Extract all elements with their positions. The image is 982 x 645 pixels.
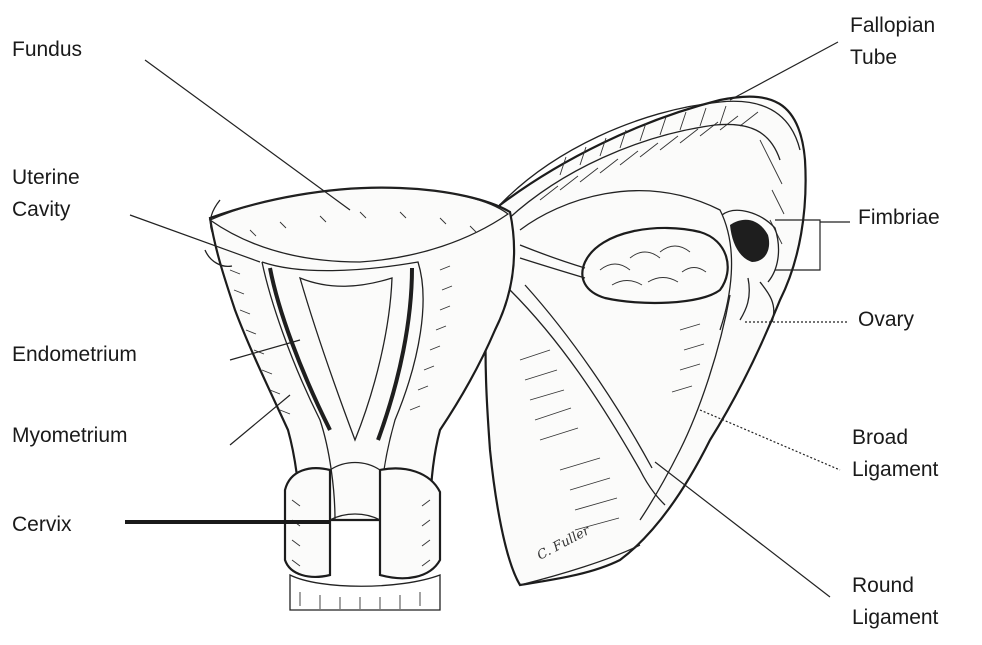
label-fimbriae: Fimbriae bbox=[858, 202, 940, 234]
leader-fundus bbox=[145, 60, 350, 210]
label-ovary: Ovary bbox=[858, 304, 914, 336]
leader-fallopian-tube bbox=[730, 42, 838, 100]
label-fallopian-tube: Fallopian Tube bbox=[850, 10, 935, 73]
leader-round-ligament bbox=[655, 462, 830, 597]
label-fundus: Fundus bbox=[12, 34, 82, 66]
label-myometrium: Myometrium bbox=[12, 420, 128, 452]
label-round-ligament: Round Ligament bbox=[852, 570, 938, 633]
label-cervix: Cervix bbox=[12, 509, 72, 541]
label-broad-ligament: Broad Ligament bbox=[852, 422, 938, 485]
leader-myometrium bbox=[230, 395, 290, 445]
label-uterine-cavity: Uterine Cavity bbox=[12, 162, 80, 225]
broad-ligament-drawing bbox=[486, 97, 806, 585]
label-endometrium: Endometrium bbox=[12, 339, 137, 371]
